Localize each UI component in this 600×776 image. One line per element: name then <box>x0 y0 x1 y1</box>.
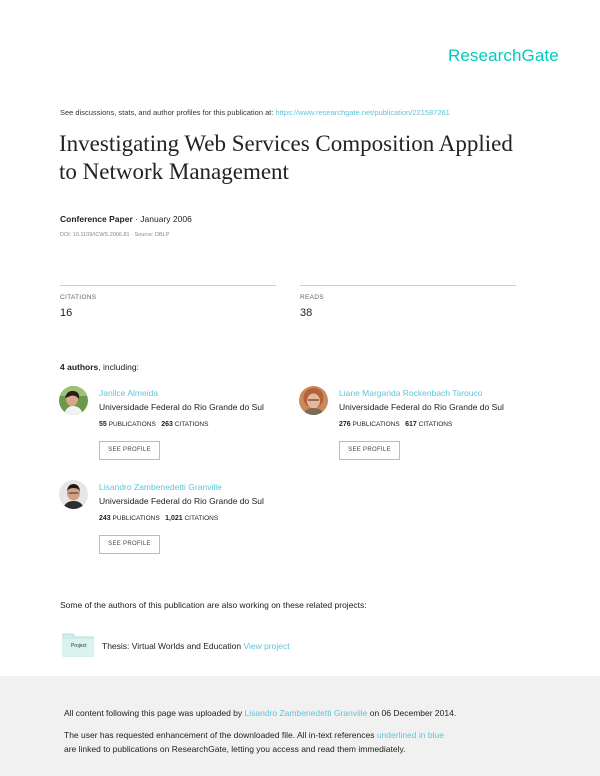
author-card: Lisandro Zambenedetti Granville Universi… <box>59 480 289 560</box>
avatar[interactable] <box>59 386 88 415</box>
author-name[interactable]: Lisandro Zambenedetti Granville <box>99 482 222 492</box>
discussion-line: See discussions, stats, and author profi… <box>60 108 450 117</box>
upload-pre: All content following this page was uplo… <box>64 708 245 718</box>
citations-count: 617 <box>405 421 417 428</box>
paper-title-line1: Investigating Web Services Composition A… <box>59 131 513 156</box>
citations-label: CITATIONS <box>174 421 209 428</box>
author-stats: 55 PUBLICATIONS 263 CITATIONS <box>99 421 208 428</box>
paper-date: · January 2006 <box>132 214 192 224</box>
see-profile-button[interactable]: SEE PROFILE <box>99 535 160 554</box>
upload-notice: All content following this page was uplo… <box>64 708 456 718</box>
author-card: Liane Margarida Rockenbach Tarouco Unive… <box>299 386 539 466</box>
author-name[interactable]: Liane Margarida Rockenbach Tarouco <box>339 388 483 398</box>
publications-count: 55 <box>99 421 107 428</box>
publications-label: PUBLICATIONS <box>108 421 156 428</box>
author-institution: Universidade Federal do Rio Grande do Su… <box>99 496 264 506</box>
uploader-link[interactable]: Lisandro Zambenedetti Granville <box>244 708 368 718</box>
paper-type: Conference Paper <box>60 214 133 224</box>
citations-label: CITATIONS <box>184 515 219 522</box>
project-icon-label: Project <box>71 643 87 649</box>
footer: All content following this page was uplo… <box>0 676 600 776</box>
author-stats: 243 PUBLICATIONS 1,021 CITATIONS <box>99 515 218 522</box>
underlined-link: underlined in blue <box>376 730 444 740</box>
publication-url-link[interactable]: https://www.researchgate.net/publication… <box>275 108 450 117</box>
publications-label: PUBLICATIONS <box>352 421 400 428</box>
author-institution: Universidade Federal do Rio Grande do Su… <box>339 402 504 412</box>
divider-reads <box>300 285 516 286</box>
citations-count: 263 <box>161 421 173 428</box>
author-card: Janilce Almeida Universidade Federal do … <box>59 386 289 466</box>
authors-heading-rest: , including: <box>98 362 139 372</box>
paper-title: Investigating Web Services Composition A… <box>59 130 559 186</box>
enhancement-pre: The user has requested enhancement of th… <box>64 730 377 740</box>
citations-label: CITATIONS <box>418 421 453 428</box>
author-stats: 276 PUBLICATIONS 617 CITATIONS <box>339 421 452 428</box>
citations-label: CITATIONS <box>60 294 97 301</box>
citations-count: 1,021 <box>165 515 183 522</box>
authors-count: 4 authors <box>60 362 99 372</box>
researchgate-logo[interactable]: ResearchGate <box>448 46 559 65</box>
publications-count: 276 <box>339 421 351 428</box>
see-profile-button[interactable]: SEE PROFILE <box>99 441 160 460</box>
enhancement-notice: The user has requested enhancement of th… <box>64 730 444 740</box>
enhancement-notice-line3: are linked to publications on ResearchGa… <box>64 744 406 754</box>
avatar[interactable] <box>59 480 88 509</box>
reads-label: READS <box>300 294 324 301</box>
project-name: Thesis: Virtual Worlds and Education <box>102 641 244 651</box>
avatar[interactable] <box>299 386 328 415</box>
paper-doi: DOI: 10.1109/ICWS.2006.81 · Source: DBLP <box>60 232 170 238</box>
project-folder-icon[interactable]: Project <box>62 631 94 657</box>
author-institution: Universidade Federal do Rio Grande do Su… <box>99 402 264 412</box>
upload-post: on 06 December 2014. <box>367 708 457 718</box>
discussion-text: See discussions, stats, and author profi… <box>60 108 276 117</box>
project-item: Thesis: Virtual Worlds and Education Vie… <box>102 641 290 651</box>
paper-meta: Conference Paper · January 2006 <box>60 214 192 224</box>
divider-citations <box>60 285 276 286</box>
see-profile-button[interactable]: SEE PROFILE <box>339 441 400 460</box>
publications-label: PUBLICATIONS <box>112 515 160 522</box>
authors-heading: 4 authors, including: <box>60 362 139 372</box>
related-projects-heading: Some of the authors of this publication … <box>60 600 367 610</box>
author-name[interactable]: Janilce Almeida <box>99 388 159 398</box>
publications-count: 243 <box>99 515 111 522</box>
citations-value: 16 <box>60 307 73 319</box>
paper-title-line2: to Network Management <box>59 159 289 184</box>
view-project-link[interactable]: View project <box>243 641 290 651</box>
reads-value: 38 <box>300 307 313 319</box>
